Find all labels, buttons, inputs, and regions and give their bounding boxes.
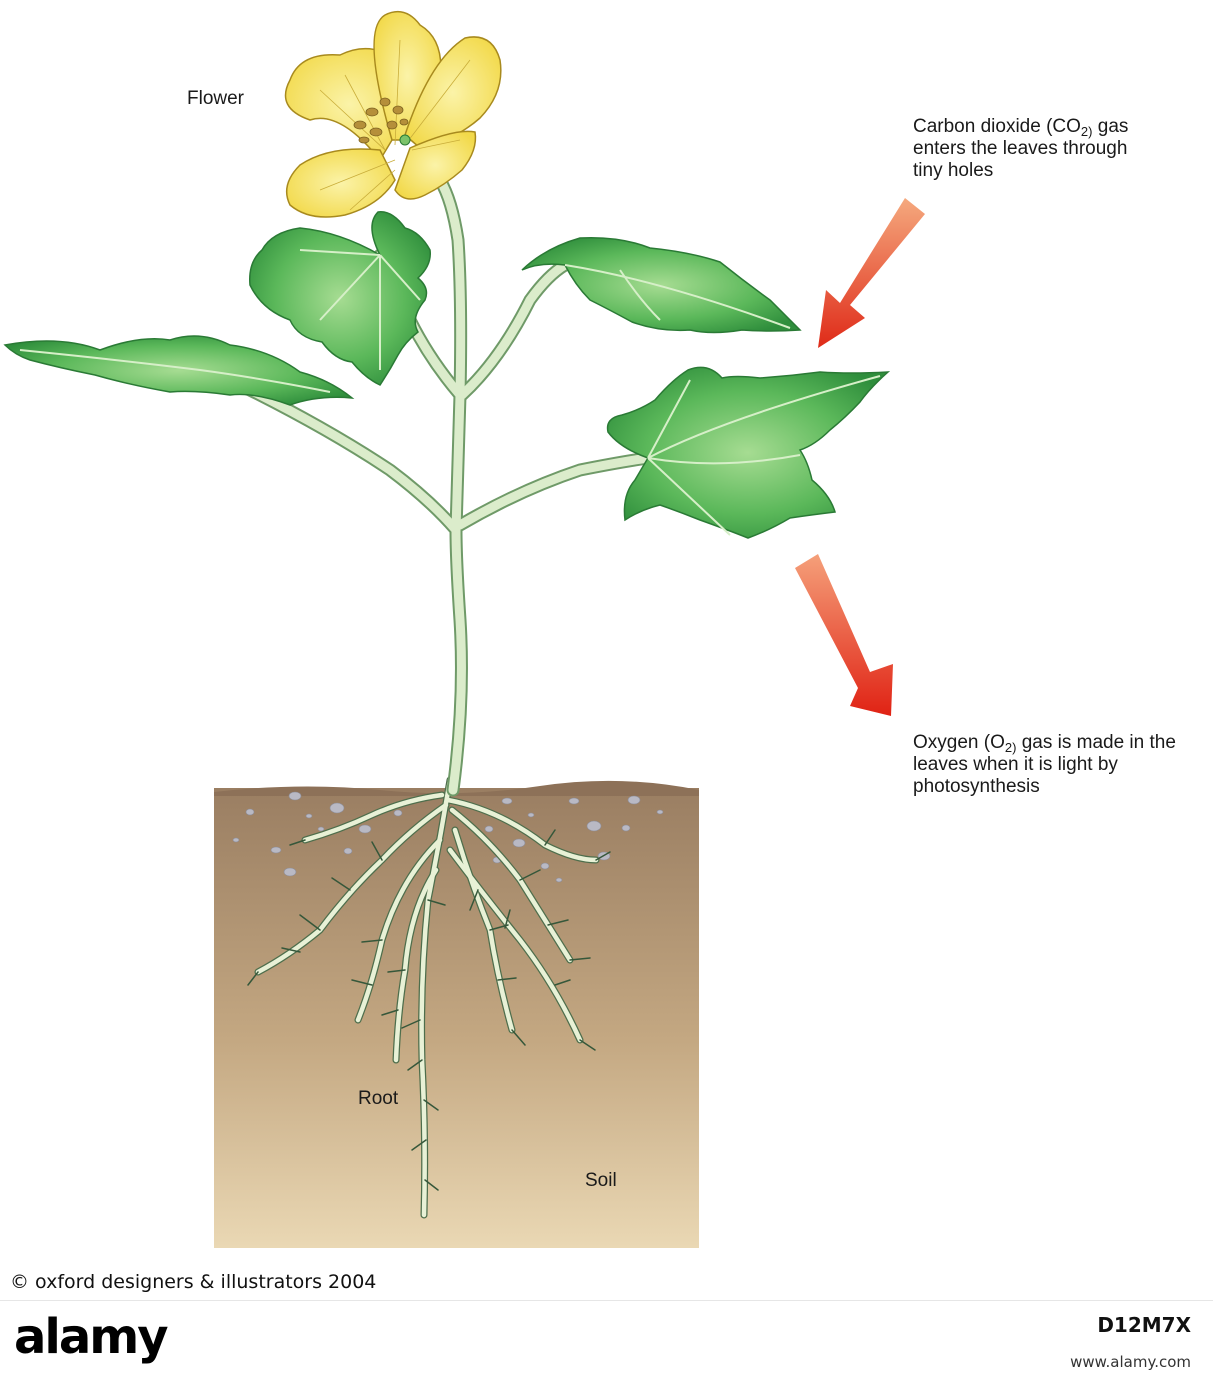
leaf-upper-left <box>249 211 431 386</box>
o2-label: Oxygen (O2) gas is made in the leaves wh… <box>913 732 1213 798</box>
o2-label-prefix: Oxygen (O <box>913 732 1005 753</box>
leaf-far-left <box>3 335 355 406</box>
brand-logo: alamy <box>14 1309 169 1365</box>
plant-diagram <box>3 10 925 1248</box>
site-url: www.alamy.com <box>1070 1353 1191 1371</box>
soil-pebbles <box>232 791 664 883</box>
leaf-lower-right <box>606 366 891 539</box>
co2-arrow <box>818 198 925 348</box>
soil <box>214 780 699 1248</box>
leaf-upper-right <box>521 236 802 334</box>
co2-label-prefix: Carbon dioxide (CO <box>913 116 1081 137</box>
roots <box>247 776 611 1219</box>
o2-arrow <box>795 554 893 716</box>
root-label: Root <box>358 1088 399 1109</box>
image-id: D12M7X <box>1097 1313 1191 1337</box>
stigma <box>399 134 411 146</box>
flower-label: Flower <box>187 88 245 109</box>
co2-label: Carbon dioxide (CO2) gas enters the leav… <box>913 116 1153 182</box>
co2-label-subscript: 2) <box>1080 124 1093 139</box>
copyright-credit: © oxford designers & illustrators 2004 <box>10 1271 377 1293</box>
soil-label: Soil <box>585 1170 617 1191</box>
o2-label-subscript: 2) <box>1004 740 1017 755</box>
stamens <box>353 97 409 144</box>
co2-label-rest: gas enters the leaves through tiny holes <box>913 116 1129 181</box>
watermark-footer: alamy D12M7X www.alamy.com <box>0 1300 1213 1391</box>
o2-label-rest: gas is made in the leaves when it is lig… <box>913 732 1176 797</box>
flower <box>284 10 502 218</box>
